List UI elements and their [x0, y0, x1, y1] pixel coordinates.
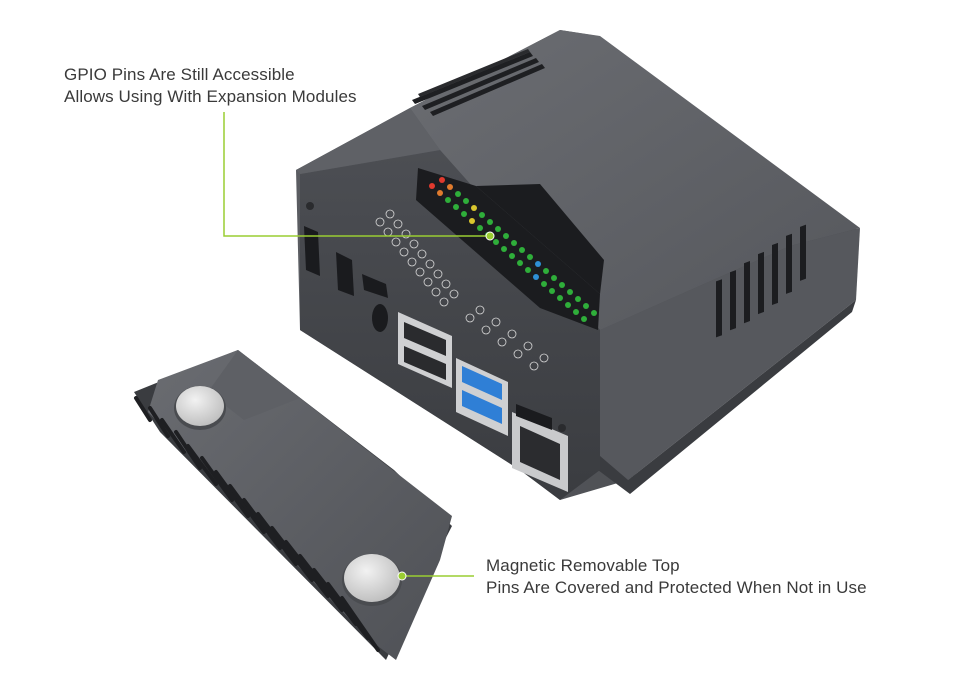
gpio-pins	[429, 177, 597, 322]
top-vent	[412, 49, 545, 116]
gpio-callout-line2: Allows Using With Expansion Modules	[64, 87, 357, 106]
top-callout-line1: Magnetic Removable Top	[486, 556, 680, 575]
lid-fins	[134, 396, 380, 652]
round-magnet-icon	[174, 386, 226, 430]
gpio-callout-line1: GPIO Pins Are Still Accessible	[64, 65, 295, 84]
pin-legend-print	[375, 209, 549, 371]
gpio-header	[416, 168, 604, 330]
ports	[304, 202, 568, 492]
top-callout: Magnetic Removable Top Pins Are Covered …	[486, 555, 867, 599]
leader-line-top	[397, 571, 474, 581]
leader-line-gpio	[223, 112, 495, 241]
gpio-callout: GPIO Pins Are Still Accessible Allows Us…	[64, 64, 357, 108]
top-callout-line2: Pins Are Covered and Protected When Not …	[486, 578, 867, 597]
round-magnet-icon	[342, 554, 402, 606]
magnetic-lid	[134, 350, 452, 660]
side-vent	[716, 224, 806, 338]
